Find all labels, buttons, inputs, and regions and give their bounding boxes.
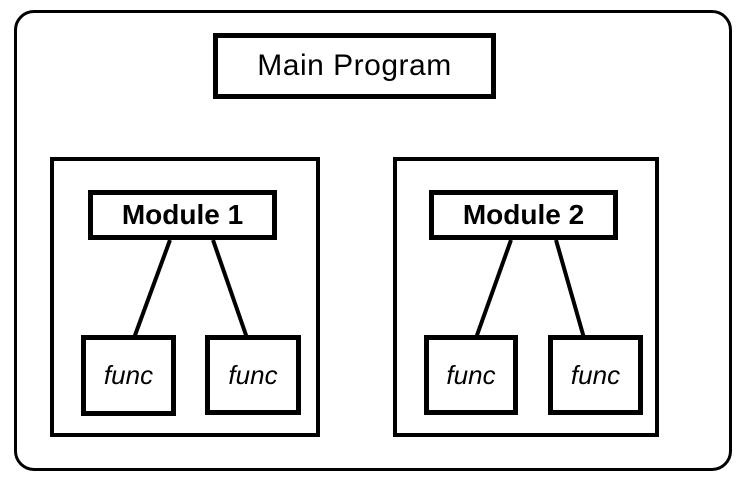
func-label: func [103,360,154,390]
connector-line-module1-func1 [132,239,172,339]
main-program-label: Main Program [257,49,452,82]
module-2-container [393,157,659,437]
func-label: func [570,359,621,390]
func-label: func [446,359,496,390]
module-2-label: Module 2 [462,199,585,230]
module-1-label-box: Module 1 [88,190,277,240]
module-2-func-box-2: func [548,335,643,415]
outer-frame [14,10,732,471]
module-1-container [50,157,320,437]
module-2-label-box: Module 2 [429,190,618,240]
main-program-box: Main Program [213,33,496,99]
module-2-func-box-1: func [424,335,518,415]
connector-line-module1-func2 [211,239,249,339]
func-label: func [228,359,278,390]
module-1-func-box-1: func [81,335,176,416]
module-1-func-box-2: func [205,335,301,415]
module-1-label: Module 1 [121,199,244,230]
connector-line-module2-func1 [474,239,513,339]
connector-line-module2-func2 [554,239,586,339]
